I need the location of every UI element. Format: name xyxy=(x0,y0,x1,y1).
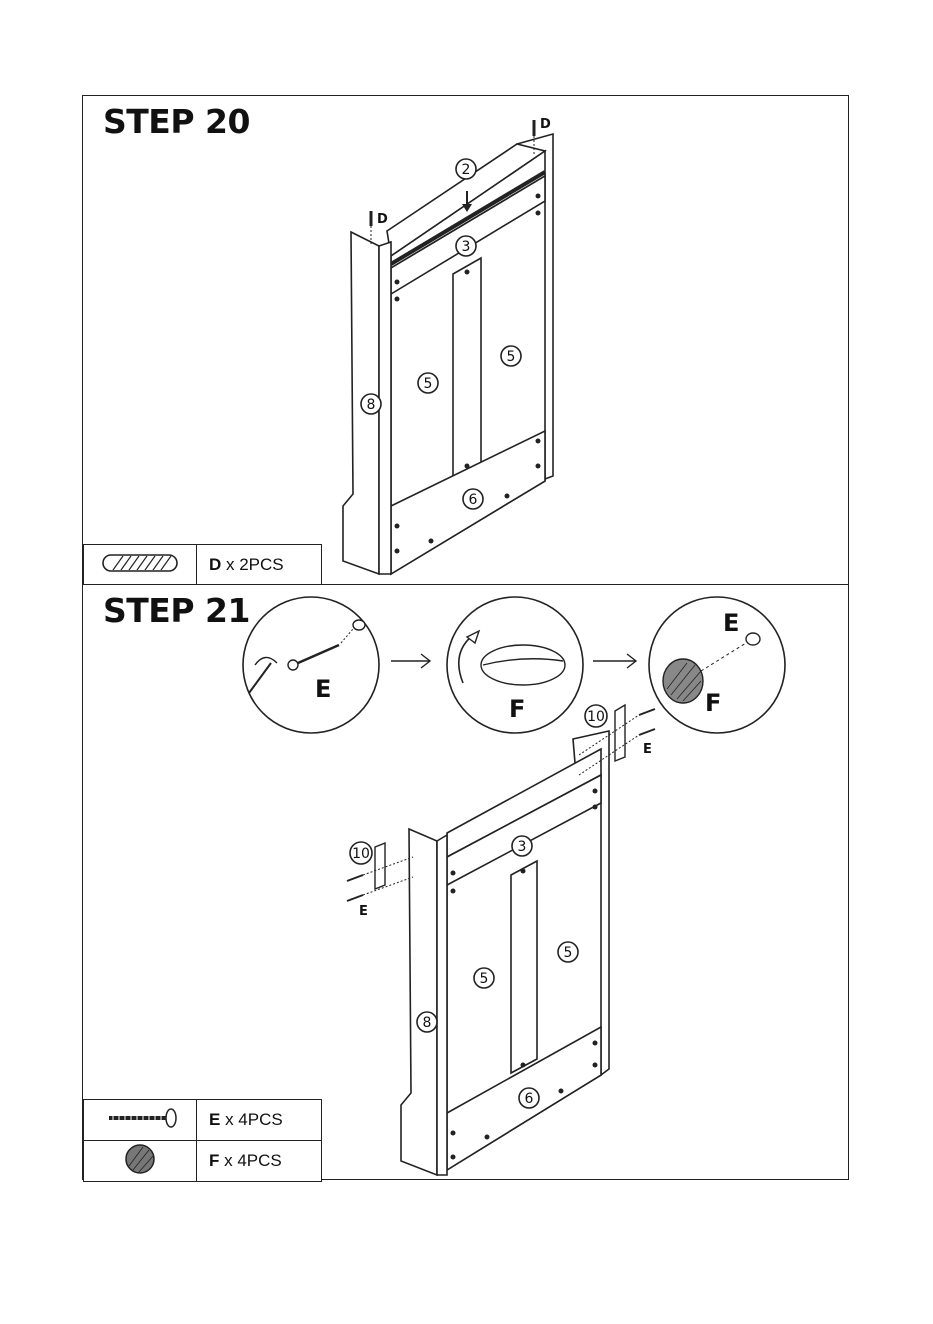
callout-part-5-right: 5 xyxy=(507,349,516,365)
screw-e-left-2 xyxy=(347,895,363,901)
step-21-panel: STEP 21 xyxy=(82,584,849,1180)
label-dowel-d-left: D xyxy=(377,212,388,227)
label-screw-e-left: E xyxy=(359,904,368,919)
callout-part-6: 6 xyxy=(525,1091,534,1107)
step-20-hardware-table: D x 2PCS xyxy=(83,544,322,586)
cap-hatched xyxy=(663,659,703,703)
detail-label-f-1: F xyxy=(509,695,525,723)
hardware-row-f: F x 4PCS xyxy=(84,1141,322,1182)
screw-e-right-2 xyxy=(639,729,655,735)
hardware-qty-e: E x 4PCS xyxy=(197,1100,322,1141)
step-21-diagram: E F E F xyxy=(83,585,850,1181)
hardware-qty-d: D x 2PCS xyxy=(197,545,322,586)
callout-part-3: 3 xyxy=(462,239,471,255)
callout-part-10-right: 10 xyxy=(587,709,605,725)
hardware-qty-f: F x 4PCS xyxy=(197,1141,322,1182)
callout-part-8: 8 xyxy=(367,397,376,413)
detail-label-f-2: F xyxy=(705,689,721,717)
dowel-icon xyxy=(84,545,197,586)
detail-label-e-1: E xyxy=(315,675,331,703)
bracket-10-left xyxy=(375,843,385,889)
screw-e-left-1 xyxy=(347,875,363,881)
callout-part-3: 3 xyxy=(518,839,527,855)
center-divider xyxy=(511,861,537,1073)
screw-icon xyxy=(84,1100,197,1141)
detail-label-e-2: E xyxy=(723,609,739,637)
cap-icon xyxy=(84,1141,197,1182)
left-upright xyxy=(401,829,437,1175)
callout-part-2: 2 xyxy=(462,162,471,178)
callout-part-10-left: 10 xyxy=(352,846,370,862)
screw-e-right-1 xyxy=(639,709,655,715)
step-20-panel: STEP 20 xyxy=(82,95,849,585)
hardware-row-d: D x 2PCS xyxy=(84,545,322,586)
callout-part-8: 8 xyxy=(423,1015,432,1031)
center-divider xyxy=(453,258,481,479)
callout-part-5-left: 5 xyxy=(424,376,433,392)
callout-part-5-left: 5 xyxy=(480,971,489,987)
label-dowel-d-right: D xyxy=(540,117,551,132)
bracket-10-right xyxy=(615,705,625,761)
hardware-row-e: E x 4PCS xyxy=(84,1100,322,1141)
detail-circle-screw xyxy=(243,597,379,733)
step-20-diagram: 2 3 5 5 8 6 D D xyxy=(83,96,850,586)
label-screw-e-right: E xyxy=(643,742,652,757)
callout-part-6: 6 xyxy=(469,492,478,508)
callout-part-5-right: 5 xyxy=(564,945,573,961)
step-21-hardware-table: E x 4PCS F x 4PCS xyxy=(83,1099,322,1182)
